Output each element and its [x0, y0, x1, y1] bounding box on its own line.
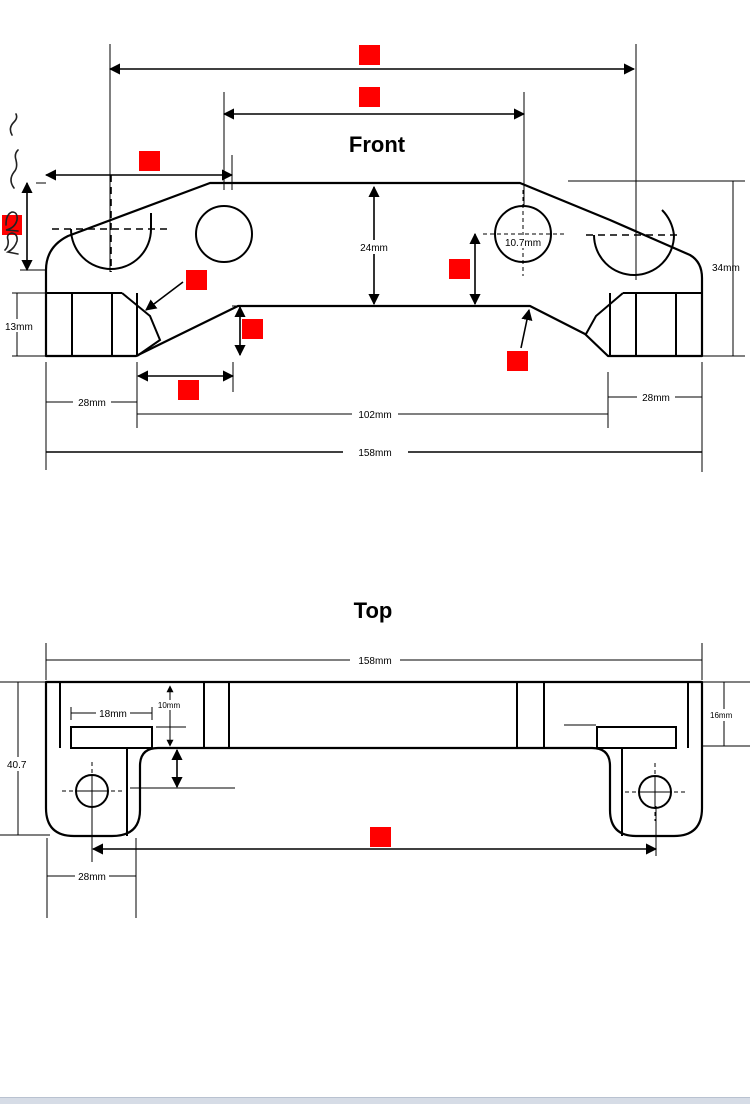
top-view: Top 158mm [0, 598, 750, 918]
top-label-total-depth: 40.7 [7, 760, 27, 771]
redaction-box [139, 151, 160, 171]
redaction-box [242, 319, 263, 339]
front-counterbore-right [593, 209, 676, 276]
front-label-overall: 158mm [358, 448, 391, 459]
redaction-box [449, 259, 470, 279]
front-label-total-height: 34mm [712, 263, 740, 274]
label-bg [4, 757, 34, 771]
redaction-box [178, 380, 199, 400]
front-leader-chamfer [145, 281, 184, 311]
top-slot-right [596, 726, 677, 749]
redaction-box [359, 87, 380, 107]
redaction-box [370, 827, 391, 847]
front-view: Front [2, 44, 745, 472]
window-bottom-bar [0, 1097, 750, 1104]
top-slot-left [70, 726, 153, 749]
redaction-box [186, 270, 207, 290]
front-view-title: Front [349, 132, 406, 157]
front-chamfer-right [585, 292, 624, 335]
front-label-center-height: 24mm [360, 243, 388, 254]
front-label-left-foot: 28mm [78, 398, 106, 409]
label-bg [708, 709, 742, 721]
redaction-box [359, 45, 380, 65]
label-bg [356, 240, 392, 254]
top-label-overall: 158mm [358, 656, 391, 667]
front-chamfer-left [121, 292, 162, 357]
top-label-right-depth: 16mm [710, 711, 733, 720]
front-label-right-foot: 28mm [642, 393, 670, 404]
top-label-slot-depth: 10mm [158, 701, 181, 710]
top-label-ear-width: 28mm [78, 872, 106, 883]
front-label-inner-span: 102mm [358, 410, 391, 421]
label-bg [4, 319, 38, 332]
front-label-foot-height: 13mm [5, 322, 33, 333]
front-leader-fillet [520, 308, 533, 349]
front-counterbore-left [70, 213, 152, 270]
label-bg [502, 235, 544, 248]
front-label-hole: 10.7mm [505, 238, 541, 249]
top-part-outline [44, 680, 704, 838]
redaction-box [2, 215, 22, 235]
redaction-box [507, 351, 528, 371]
handwritten-scribble [4, 113, 19, 255]
label-bg [155, 700, 183, 710]
top-view-title: Top [354, 598, 393, 623]
top-label-slot-width: 18mm [99, 709, 127, 720]
front-hole-left [195, 205, 253, 263]
